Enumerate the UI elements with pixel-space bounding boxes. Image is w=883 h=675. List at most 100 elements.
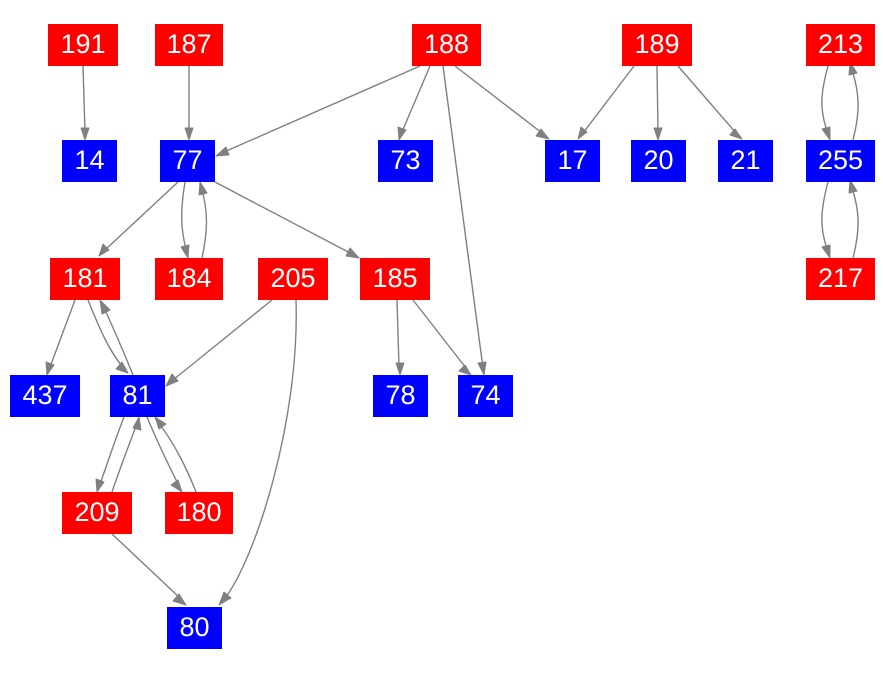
edge-line — [172, 299, 273, 381]
graph-node-77[interactable]: 77 — [160, 140, 215, 182]
graph-node-21[interactable]: 21 — [718, 140, 773, 182]
graph-node-label: 181 — [62, 262, 108, 293]
arrowhead-icon — [848, 179, 858, 194]
edge-217-to-255 — [848, 179, 859, 259]
graph-node-label: 74 — [470, 379, 501, 410]
arrowhead-icon — [395, 362, 405, 376]
graph-node-label: 187 — [166, 28, 212, 59]
arrowhead-icon — [154, 416, 167, 430]
edge-181-to-437 — [45, 299, 76, 376]
arrowhead-icon — [577, 126, 588, 140]
graph-node-191[interactable]: 191 — [48, 24, 118, 66]
arrowhead-icon — [45, 361, 55, 376]
edge-line — [103, 307, 134, 376]
graph-node-185[interactable]: 185 — [360, 258, 430, 300]
arrowhead-icon — [180, 244, 190, 259]
arrowhead-icon — [198, 181, 208, 196]
edge-line — [582, 65, 635, 134]
edge-line — [454, 65, 543, 134]
edge-line — [99, 416, 125, 485]
edge-line — [821, 181, 829, 250]
edge-line — [442, 65, 484, 369]
edge-81-to-209 — [95, 416, 125, 493]
edge-line — [201, 189, 208, 259]
edge-line — [214, 181, 353, 255]
arrowhead-icon — [115, 361, 129, 374]
edge-185-to-78 — [395, 299, 405, 376]
graph-node-label: 213 — [817, 28, 864, 59]
arrowhead-icon — [215, 146, 230, 157]
graph-node-label: 78 — [385, 379, 416, 410]
graph-node-label: 205 — [270, 262, 316, 293]
edge-191-to-14 — [80, 65, 90, 141]
graph-node-213[interactable]: 213 — [806, 24, 875, 66]
arrowhead-icon — [218, 591, 232, 606]
edge-line — [181, 181, 187, 250]
arrowhead-icon — [397, 126, 407, 141]
edge-185-to-74 — [412, 299, 472, 376]
arrowhead-icon — [184, 127, 194, 141]
graph-node-81[interactable]: 81 — [110, 375, 165, 417]
arrowhead-icon — [99, 299, 111, 315]
arrowhead-icon — [98, 243, 110, 257]
edge-189-to-17 — [577, 65, 635, 140]
arrowhead-icon — [95, 478, 105, 493]
edge-209-to-80 — [111, 533, 187, 606]
graph-node-label: 180 — [176, 496, 222, 527]
graph-node-78[interactable]: 78 — [373, 375, 428, 417]
graph-node-209[interactable]: 209 — [62, 492, 132, 534]
edge-line — [111, 533, 181, 599]
graph-node-20[interactable]: 20 — [631, 140, 686, 182]
arrowhead-icon — [172, 593, 187, 606]
edge-180-to-81 — [154, 416, 197, 493]
graph-node-180[interactable]: 180 — [165, 492, 233, 534]
edge-209-to-81 — [111, 416, 142, 493]
graph-node-label: 184 — [166, 262, 212, 293]
edge-line — [851, 187, 859, 259]
edge-188-to-77 — [215, 65, 421, 157]
edge-77-to-184 — [180, 181, 190, 259]
graph-node-label: 188 — [423, 28, 470, 59]
edge-line — [49, 299, 76, 368]
graph-node-label: 77 — [172, 144, 203, 175]
graph-node-17[interactable]: 17 — [545, 140, 600, 182]
edge-188-to-17 — [454, 65, 550, 140]
edge-213-to-255 — [821, 65, 831, 141]
edge-line — [821, 65, 829, 132]
arrowhead-icon — [821, 126, 831, 141]
edge-line — [159, 424, 197, 493]
arrowhead-icon — [345, 247, 360, 259]
graph-node-label: 73 — [390, 144, 421, 175]
edge-77-to-181 — [98, 181, 179, 257]
edge-77-to-185 — [214, 181, 360, 259]
graph-node-label: 21 — [730, 144, 761, 175]
edge-line — [396, 299, 400, 368]
edge-line — [656, 65, 659, 133]
graph-node-188[interactable]: 188 — [412, 24, 481, 66]
graph-node-184[interactable]: 184 — [155, 258, 223, 300]
arrowhead-icon — [80, 127, 90, 141]
graph-node-14[interactable]: 14 — [62, 140, 117, 182]
graph-node-217[interactable]: 217 — [806, 258, 875, 300]
graph-node-74[interactable]: 74 — [458, 375, 513, 417]
graph-node-80[interactable]: 80 — [167, 607, 222, 649]
arrowhead-icon — [729, 128, 743, 140]
graph-node-189[interactable]: 189 — [622, 24, 692, 66]
edge-line — [401, 65, 431, 133]
edge-188-to-73 — [397, 65, 431, 141]
graph-node-205[interactable]: 205 — [258, 258, 328, 300]
graph-node-label: 217 — [817, 262, 864, 293]
edge-184-to-77 — [198, 181, 208, 259]
arrowhead-icon — [458, 364, 472, 376]
arrowhead-icon — [170, 479, 183, 493]
graph-node-255[interactable]: 255 — [806, 140, 875, 182]
edge-line — [87, 299, 123, 367]
graph-node-181[interactable]: 181 — [50, 258, 120, 300]
graph-node-437[interactable]: 437 — [10, 375, 80, 417]
graph-node-label: 17 — [557, 144, 588, 175]
graph-node-187[interactable]: 187 — [155, 24, 223, 66]
graph-node-73[interactable]: 73 — [378, 140, 433, 182]
graph-node-label: 20 — [643, 144, 674, 175]
arrowhead-icon — [477, 361, 487, 376]
